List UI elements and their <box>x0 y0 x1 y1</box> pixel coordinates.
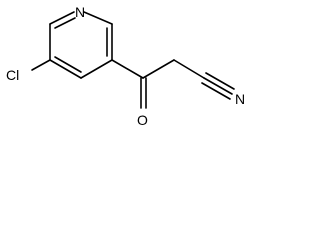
atom-pyridine-n: N <box>75 4 85 20</box>
bond-c2-cl <box>31 59 51 71</box>
bond-c4-c3-inner <box>54 56 82 73</box>
bond-c2-n1 <box>49 11 75 25</box>
atom-nitrile-n: N <box>235 91 245 107</box>
bond-nitrile-3 <box>201 82 231 100</box>
pyridine-ring <box>49 11 113 79</box>
bond-ring-carbonyl <box>111 59 144 79</box>
atom-carbonyl-o: O <box>137 112 148 128</box>
bond-n1-c6 <box>83 11 113 25</box>
ketonitrile-chain <box>111 59 235 109</box>
bond-c5-c4 <box>80 59 113 79</box>
bond-nitrile-2 <box>205 72 235 90</box>
atom-chlorine: Cl <box>6 67 19 83</box>
bond-c2-n1-inner <box>54 17 76 29</box>
bond-ch2-cn <box>173 59 205 79</box>
bond-c4-c3 <box>49 59 82 79</box>
chemical-structure-diagram: N Cl O N <box>6 4 245 128</box>
bond-carbonyl-ch2 <box>142 59 175 79</box>
bond-nitrile-1 <box>203 77 233 95</box>
structure-canvas: N Cl O N <box>0 0 264 132</box>
